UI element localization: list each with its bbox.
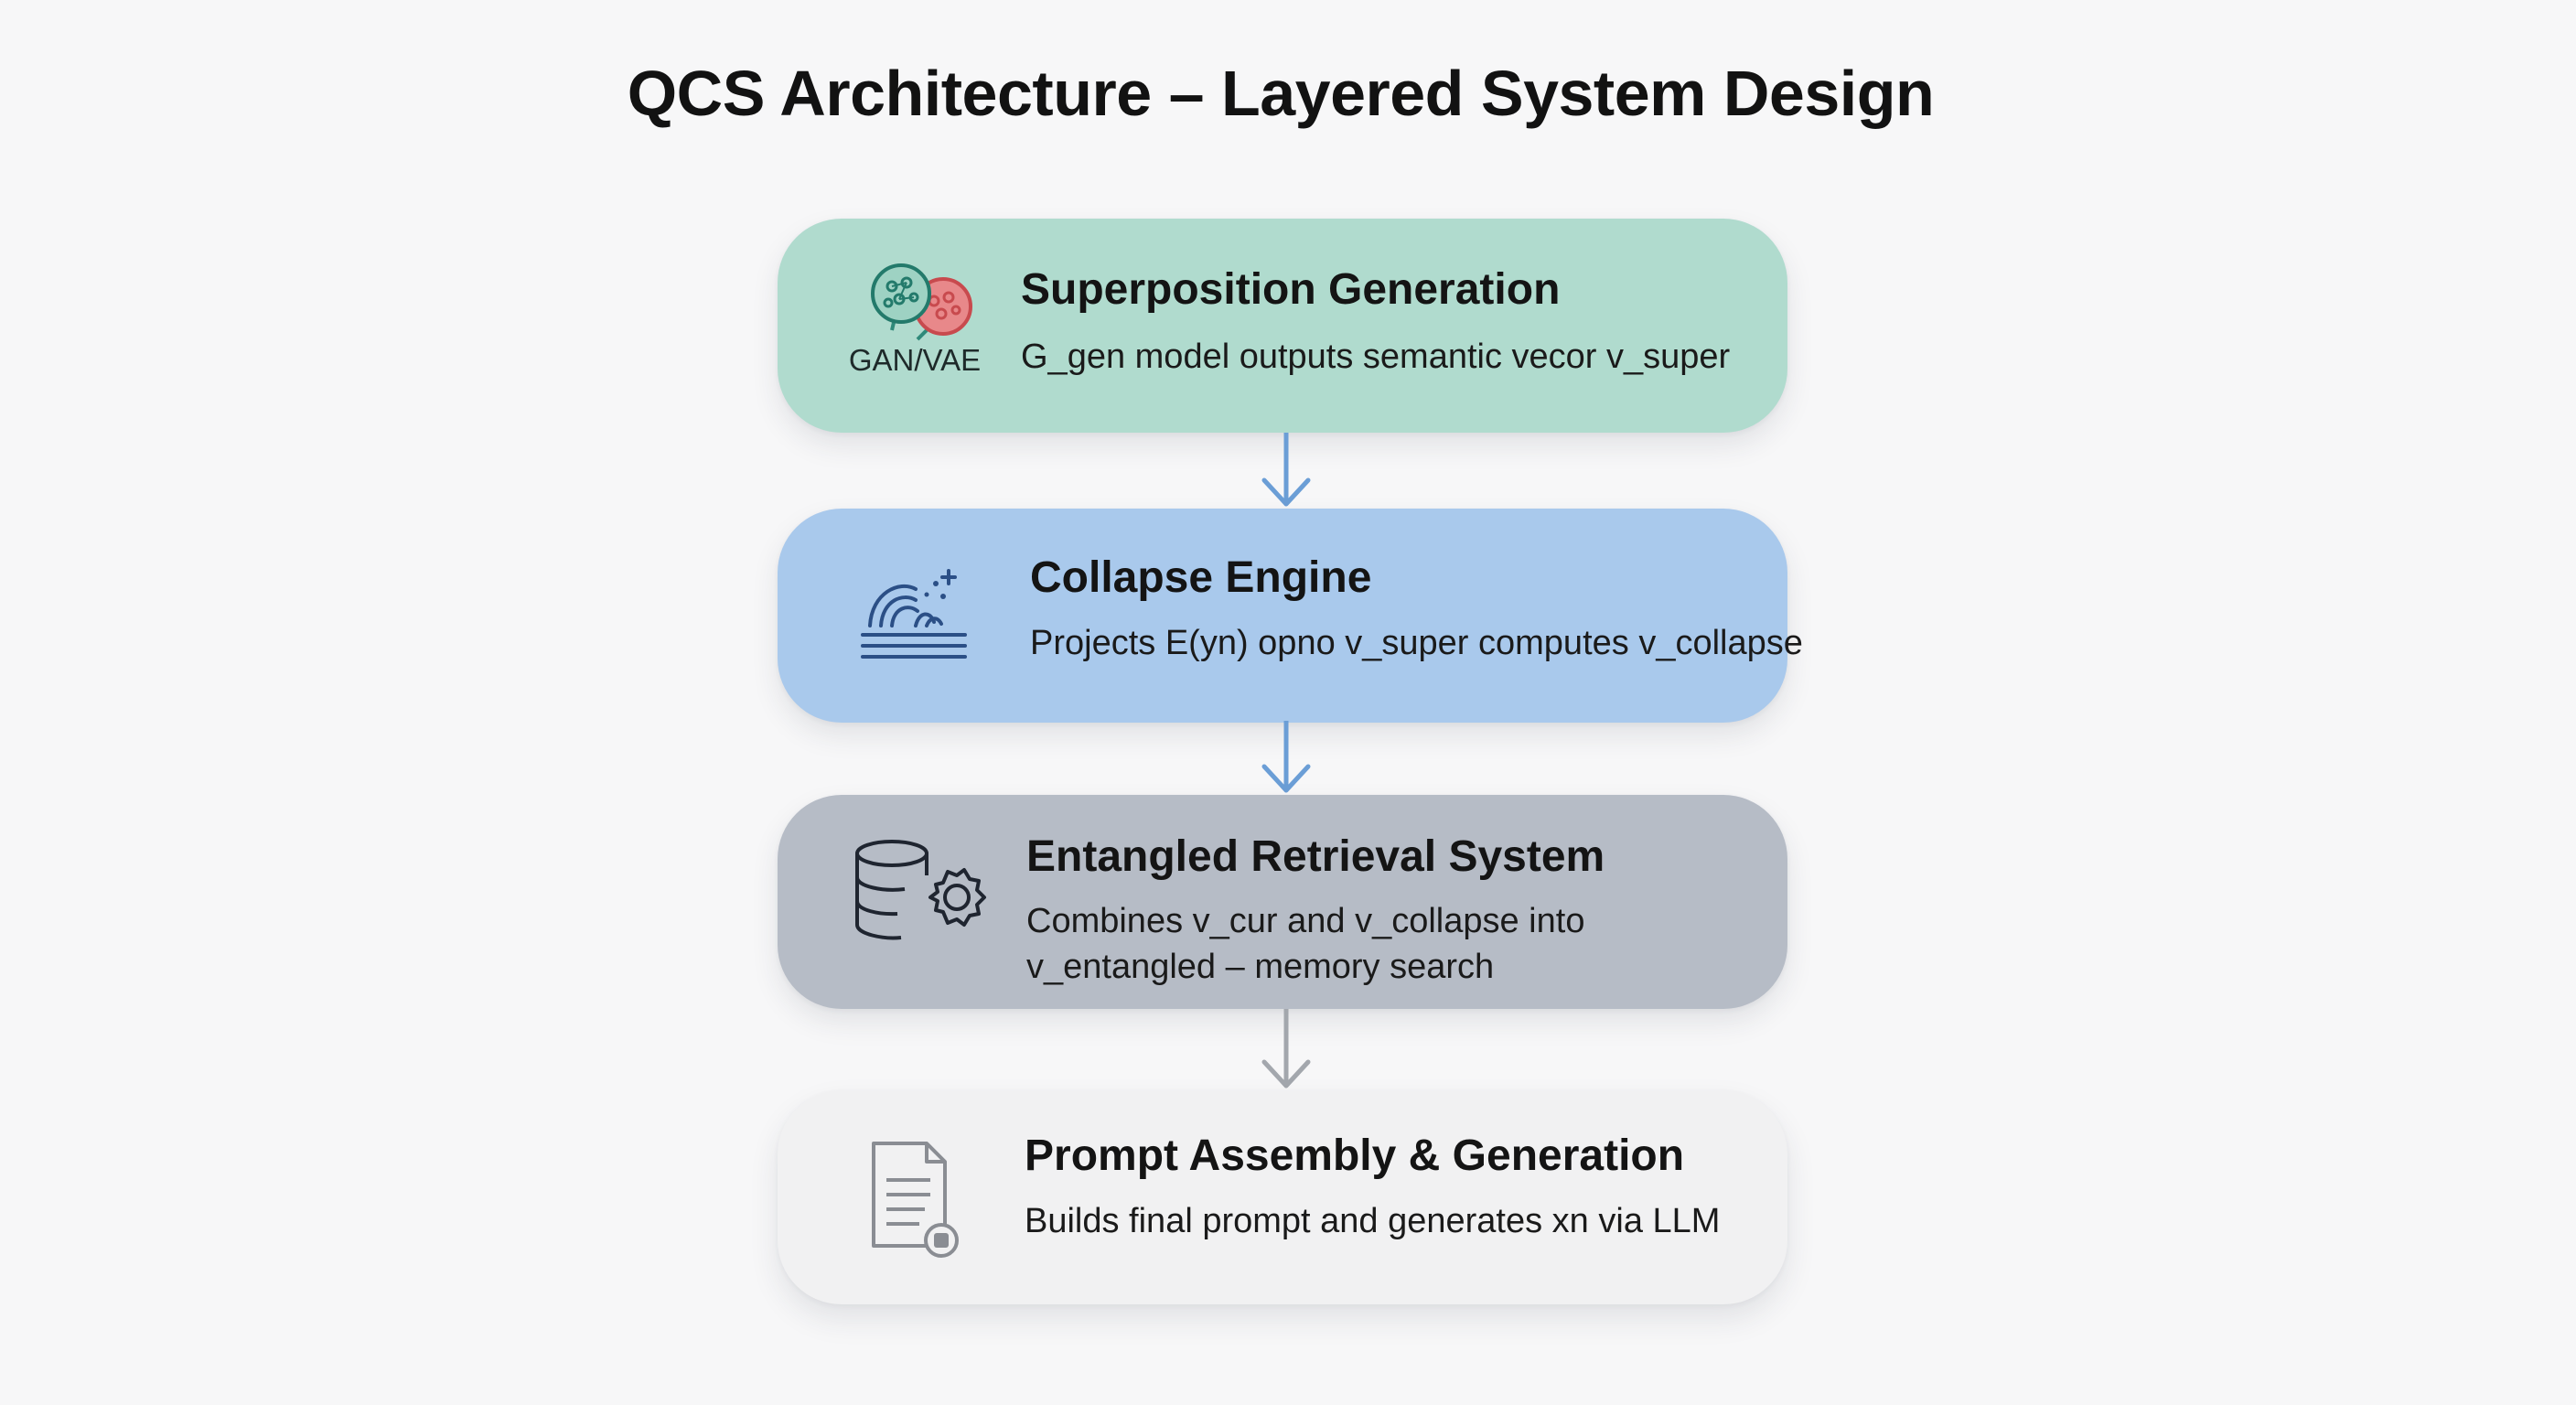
layer-heading: Collapse Engine xyxy=(1030,553,1372,602)
database-gear-icon xyxy=(828,795,1002,1009)
icon-caption: GAN/VAE xyxy=(848,343,982,377)
document-icon xyxy=(828,1090,1002,1304)
layer-heading: Prompt Assembly & Generation xyxy=(1025,1132,1685,1180)
layer-heading: Superposition Generation xyxy=(1021,265,1561,314)
gan-vae-icon: GAN/VAE xyxy=(828,219,1002,433)
layer-description: Builds final prompt and generates xn via… xyxy=(1025,1202,1721,1240)
layer-collapse-engine: Collapse Engine Projects E(yn) opno v_su… xyxy=(778,509,1803,723)
layer-description: Combines v_cur and v_collapse into v_ent… xyxy=(1026,898,1584,990)
layer-entangled-retrieval-system: Entangled Retrieval System Combines v_cu… xyxy=(778,795,1787,1009)
flow-arrow xyxy=(1250,1009,1323,1093)
layer-superposition-generation: GAN/VAE Superposition Generation G_gen m… xyxy=(778,219,1787,433)
description-line: Combines v_cur and v_collapse into xyxy=(1026,902,1585,940)
layer-heading: Entangled Retrieval System xyxy=(1026,832,1605,881)
flow-arrow xyxy=(1250,721,1323,798)
wave-collapse-icon xyxy=(828,509,1002,723)
diagram-title: QCS Architecture – Layered System Design xyxy=(627,58,1935,129)
layer-description: G_gen model outputs semantic vecor v_sup… xyxy=(1021,338,1731,376)
description-line: v_entangled – memory search xyxy=(1026,948,1495,986)
flow-arrow xyxy=(1250,433,1323,511)
layer-description: Projects E(yn) opno v_super computes v_c… xyxy=(1030,624,1803,662)
layer-prompt-assembly-generation: Prompt Assembly & Generation Builds fina… xyxy=(778,1090,1787,1304)
